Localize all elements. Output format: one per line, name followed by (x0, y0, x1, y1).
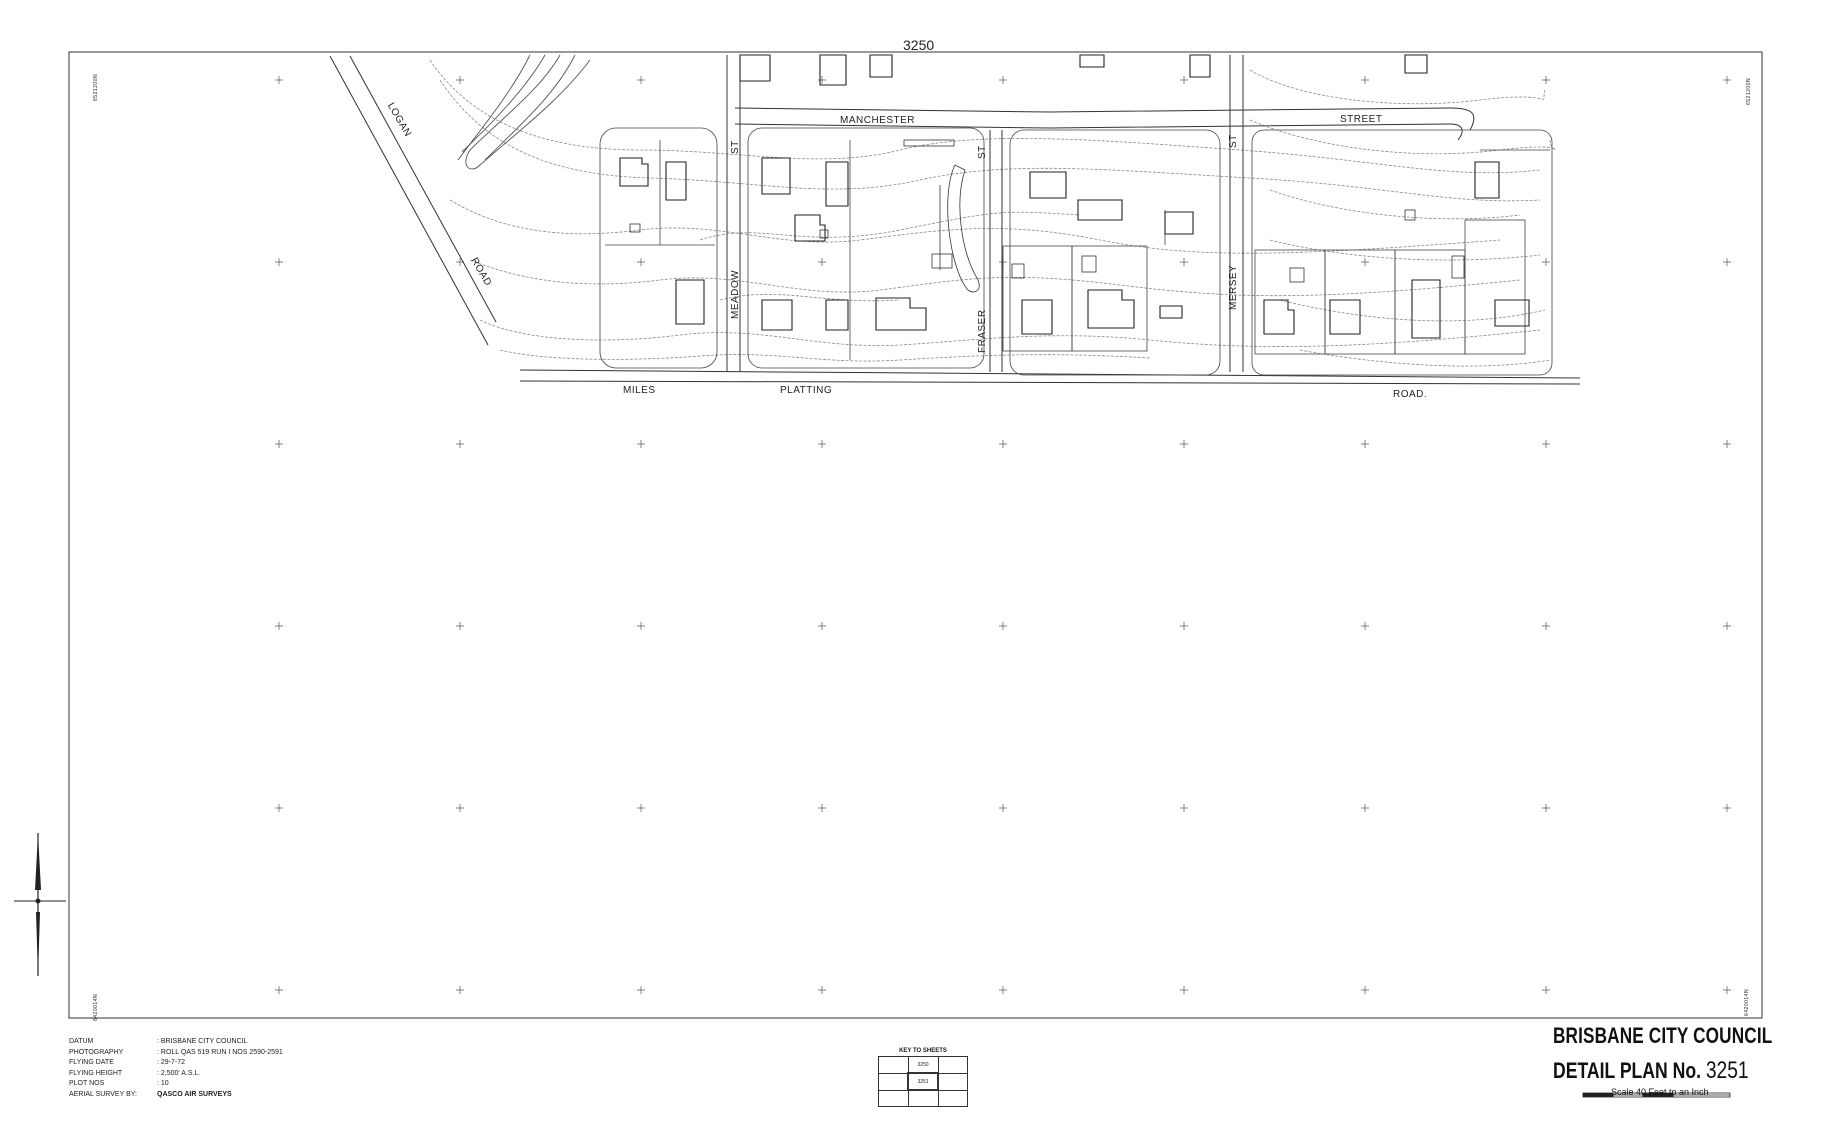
key-cell (907, 1089, 939, 1107)
corner-label-tl: 6521200N (93, 74, 99, 101)
legend-row-plot-nos: PLOT NOS : 10 (69, 1079, 283, 1090)
small-structures (629, 139, 1465, 293)
legend-key: AERIAL SURVEY BY: (69, 1090, 137, 1098)
street-label-manchester: MANCHESTER (840, 115, 915, 126)
street-label-logan: LOGAN (385, 101, 413, 139)
legend-value: : 29-7-72 (157, 1059, 186, 1066)
corner-label-tr: 6521200N (1746, 78, 1752, 105)
plan-prefix: DETAIL PLAN No. (1553, 1058, 1701, 1083)
miles-platting-road (519, 369, 1581, 385)
key-cell (937, 1089, 968, 1107)
legend-row-aerial-survey: AERIAL SURVEY BY: QASCO AIR SURVEYS (69, 1090, 283, 1101)
street-label-st-meadow: ST (730, 140, 741, 154)
manchester-street (734, 107, 1475, 141)
key-cell (878, 1089, 909, 1107)
buildings (619, 54, 1530, 339)
street-label-road-s: ROAD. (1393, 389, 1427, 400)
property-blocks (599, 127, 1553, 376)
plan-number: 3251 (1705, 1057, 1749, 1084)
legend-row-datum: DATUM : BRISBANE CITY COUNCIL (69, 1037, 283, 1048)
key-cell (937, 1056, 968, 1074)
legend-key: PLOT NOS (69, 1080, 105, 1087)
logan-road (329, 55, 497, 346)
street-label-street: STREET (1340, 114, 1382, 125)
legend-key: FLYING HEIGHT (69, 1069, 123, 1077)
key-cell (878, 1056, 909, 1074)
key-to-sheets-title: KEY TO SHEETS (899, 1048, 947, 1054)
fraser-street (989, 130, 1003, 372)
legend-row-flying-date: FLYING DATE : 29-7-72 (69, 1058, 283, 1069)
legend-value: : 2,500' A.S.L. (157, 1069, 201, 1077)
key-to-sheets-grid: 3250 3251 (878, 1056, 968, 1107)
grid-ticks (275, 76, 1731, 994)
legend-value: QASCO AIR SURVEYS (157, 1090, 232, 1101)
steep-contours (457, 54, 591, 170)
street-label-st-mersey: ST (1228, 134, 1239, 148)
mersey-street (1229, 55, 1244, 372)
key-to-sheets: KEY TO SHEETS 3250 3251 (878, 1048, 968, 1107)
title-block: BRISBANE CITY COUNCIL DETAIL PLAN No. 32… (1553, 1023, 1773, 1097)
street-label-miles: MILES (623, 385, 656, 396)
council-name: BRISBANE CITY COUNCIL (1553, 1023, 1773, 1048)
contour-lines (429, 59, 1556, 367)
scale-bar (1582, 1092, 1731, 1098)
legend-key: FLYING DATE (69, 1059, 114, 1066)
street-label-fraser: FRASER (977, 309, 988, 353)
legend-key: DATUM (69, 1038, 94, 1045)
key-cell (937, 1072, 968, 1091)
street-label-st-fraser: ST (977, 145, 988, 159)
map-frame (68, 51, 1763, 1019)
legend-row-flying-height: FLYING HEIGHT : 2,500' A.S.L. (69, 1069, 283, 1080)
legend-value: : 10 (157, 1080, 169, 1087)
corner-label-br: 6420014N (1744, 989, 1750, 1016)
north-arrow-icon (14, 833, 66, 976)
legend-row-photography: PHOTOGRAPHY : ROLL QAS 519 RUN I NOS 2590… (69, 1048, 283, 1059)
meadow-street (726, 55, 741, 372)
plan-title: DETAIL PLAN No. 3251 (1553, 1057, 1749, 1085)
corner-label-bl: 6420014N (93, 994, 99, 1021)
legend-key: PHOTOGRAPHY (69, 1048, 124, 1056)
scale-text: Scale 40 Feet to an Inch (1611, 1087, 1709, 1097)
key-cell-top: 3250 (907, 1056, 939, 1074)
legend-value-bold: QASCO AIR SURVEYS (157, 1090, 232, 1098)
adjacent-sheet-label: 3250 (903, 37, 934, 53)
key-cell (878, 1072, 909, 1091)
photography-legend: DATUM : BRISBANE CITY COUNCIL PHOTOGRAPHY… (69, 1037, 283, 1100)
legend-value: : BRISBANE CITY COUNCIL (157, 1038, 248, 1045)
street-label-platting: PLATTING (780, 385, 832, 396)
street-label-meadow: MEADOW (730, 270, 741, 319)
street-label-mersey: MERSEY (1228, 265, 1239, 310)
legend-value: : ROLL QAS 519 RUN I NOS 2590-2591 (157, 1048, 283, 1056)
key-cell-center: 3251 (907, 1072, 939, 1091)
street-label-road-nw: ROAD (468, 256, 493, 288)
